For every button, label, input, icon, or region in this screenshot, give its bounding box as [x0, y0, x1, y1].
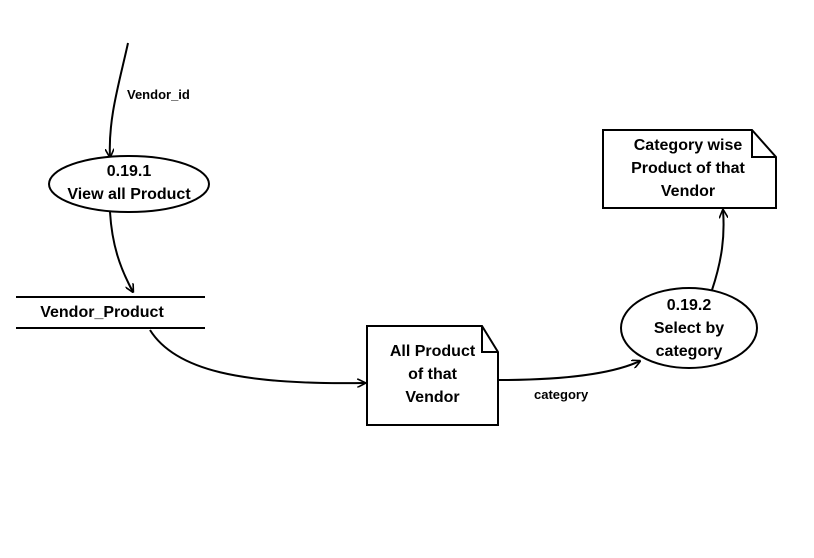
category-wise-document: Category wise Product of that Vendor — [603, 134, 773, 203]
document-line: of that — [408, 366, 457, 383]
process-to-store-flow-arrow — [109, 211, 133, 292]
vendor-id-flow-arrow — [110, 42, 129, 157]
process-id: 0.19.2 — [666, 297, 712, 314]
process-select-by-category-shape — [620, 287, 758, 369]
all-product-document-fold — [481, 326, 498, 353]
category-flow-label: category — [534, 387, 589, 402]
document-line: Vendor — [660, 183, 716, 200]
all-product-document: All Product of that Vendor — [367, 340, 498, 409]
process-view-all-product-shape — [48, 155, 210, 213]
document-line: Product of that — [631, 160, 745, 177]
process-name: Select by category — [653, 320, 725, 360]
process-to-output-flow-arrow — [711, 210, 724, 291]
category-wise-document-fold — [751, 130, 776, 158]
document-line: All Product — [389, 343, 476, 360]
document-line: Category wise — [633, 137, 743, 154]
category-flow-arrow — [497, 361, 640, 381]
process-view-all-product: 0.19.1 View all Product — [49, 160, 209, 206]
data-store-label: Vendor_Product — [40, 304, 164, 321]
process-select-by-category: 0.19.2 Select by category — [621, 294, 757, 363]
all-product-document-shape — [366, 325, 499, 426]
process-id: 0.19.1 — [106, 163, 152, 180]
process-name: View all Product — [67, 186, 191, 203]
vendor-id-flow-label: Vendor_id — [127, 87, 190, 102]
store-to-document-flow-arrow — [149, 329, 365, 383]
category-wise-document-shape — [602, 129, 777, 209]
document-line: Vendor — [405, 389, 460, 406]
